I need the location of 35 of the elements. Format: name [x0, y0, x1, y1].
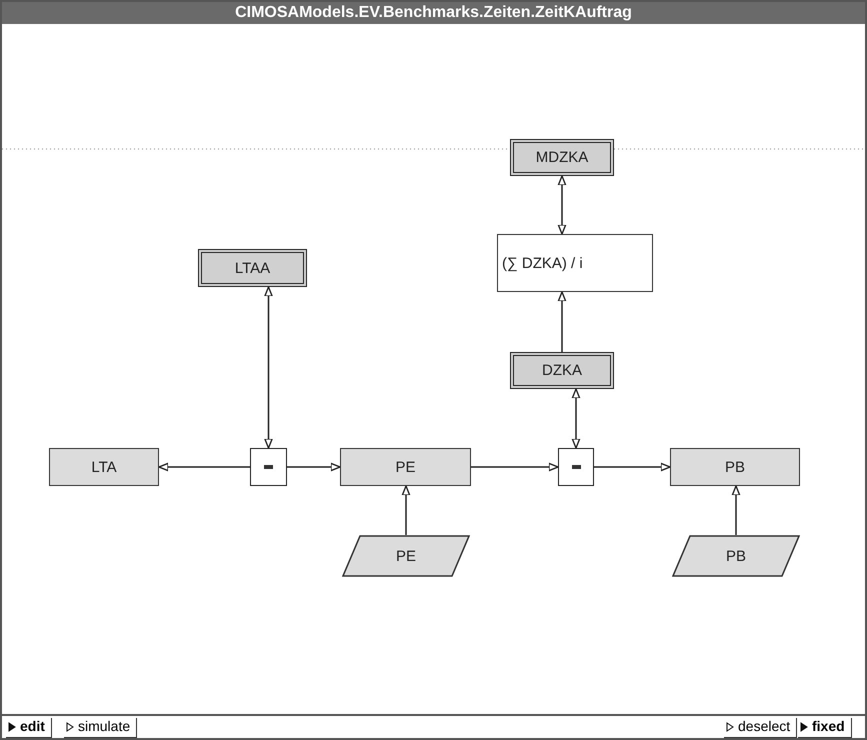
input-parallelogram — [342, 535, 470, 577]
node-label: LTAA — [234, 260, 270, 276]
mode-label: fixed — [812, 718, 845, 734]
connector-arrow — [558, 175, 566, 235]
node-label: DZKA — [542, 362, 582, 379]
operator-box — [250, 448, 287, 486]
output-box — [510, 352, 614, 389]
variable-box — [340, 448, 471, 486]
node-label: LTA — [91, 458, 117, 476]
node-label: PE — [396, 548, 416, 564]
node-label: PB — [726, 548, 746, 564]
node-label: PE — [395, 458, 416, 476]
connector-arrow — [471, 462, 559, 472]
variable-box — [670, 448, 800, 486]
node-label: MDZKA — [536, 149, 588, 166]
node-label: PB — [724, 458, 745, 476]
connector-arrow — [732, 485, 740, 535]
connector-arrow — [594, 462, 671, 472]
input-parallelogram — [672, 535, 800, 577]
operator-box — [558, 448, 594, 486]
output-box — [510, 139, 614, 176]
variable-box — [49, 448, 159, 486]
connector-arrow — [572, 388, 580, 449]
formula-box — [497, 234, 653, 292]
connector-arrow — [287, 462, 341, 472]
output-box — [198, 249, 307, 287]
connector-arrow — [158, 462, 250, 472]
connector-arrow — [264, 286, 273, 449]
node-label: (∑ DZKA) / i — [502, 254, 583, 272]
mode-label: simulate — [78, 718, 130, 734]
mode-label: edit — [20, 718, 45, 734]
mode-label: deselect — [738, 718, 790, 734]
connector-arrow — [558, 291, 566, 352]
window-title: CIMOSAModels.EV.Benchmarks.Zeiten.ZeitKAuftrag — [234, 4, 633, 22]
connector-arrow — [402, 485, 410, 535]
